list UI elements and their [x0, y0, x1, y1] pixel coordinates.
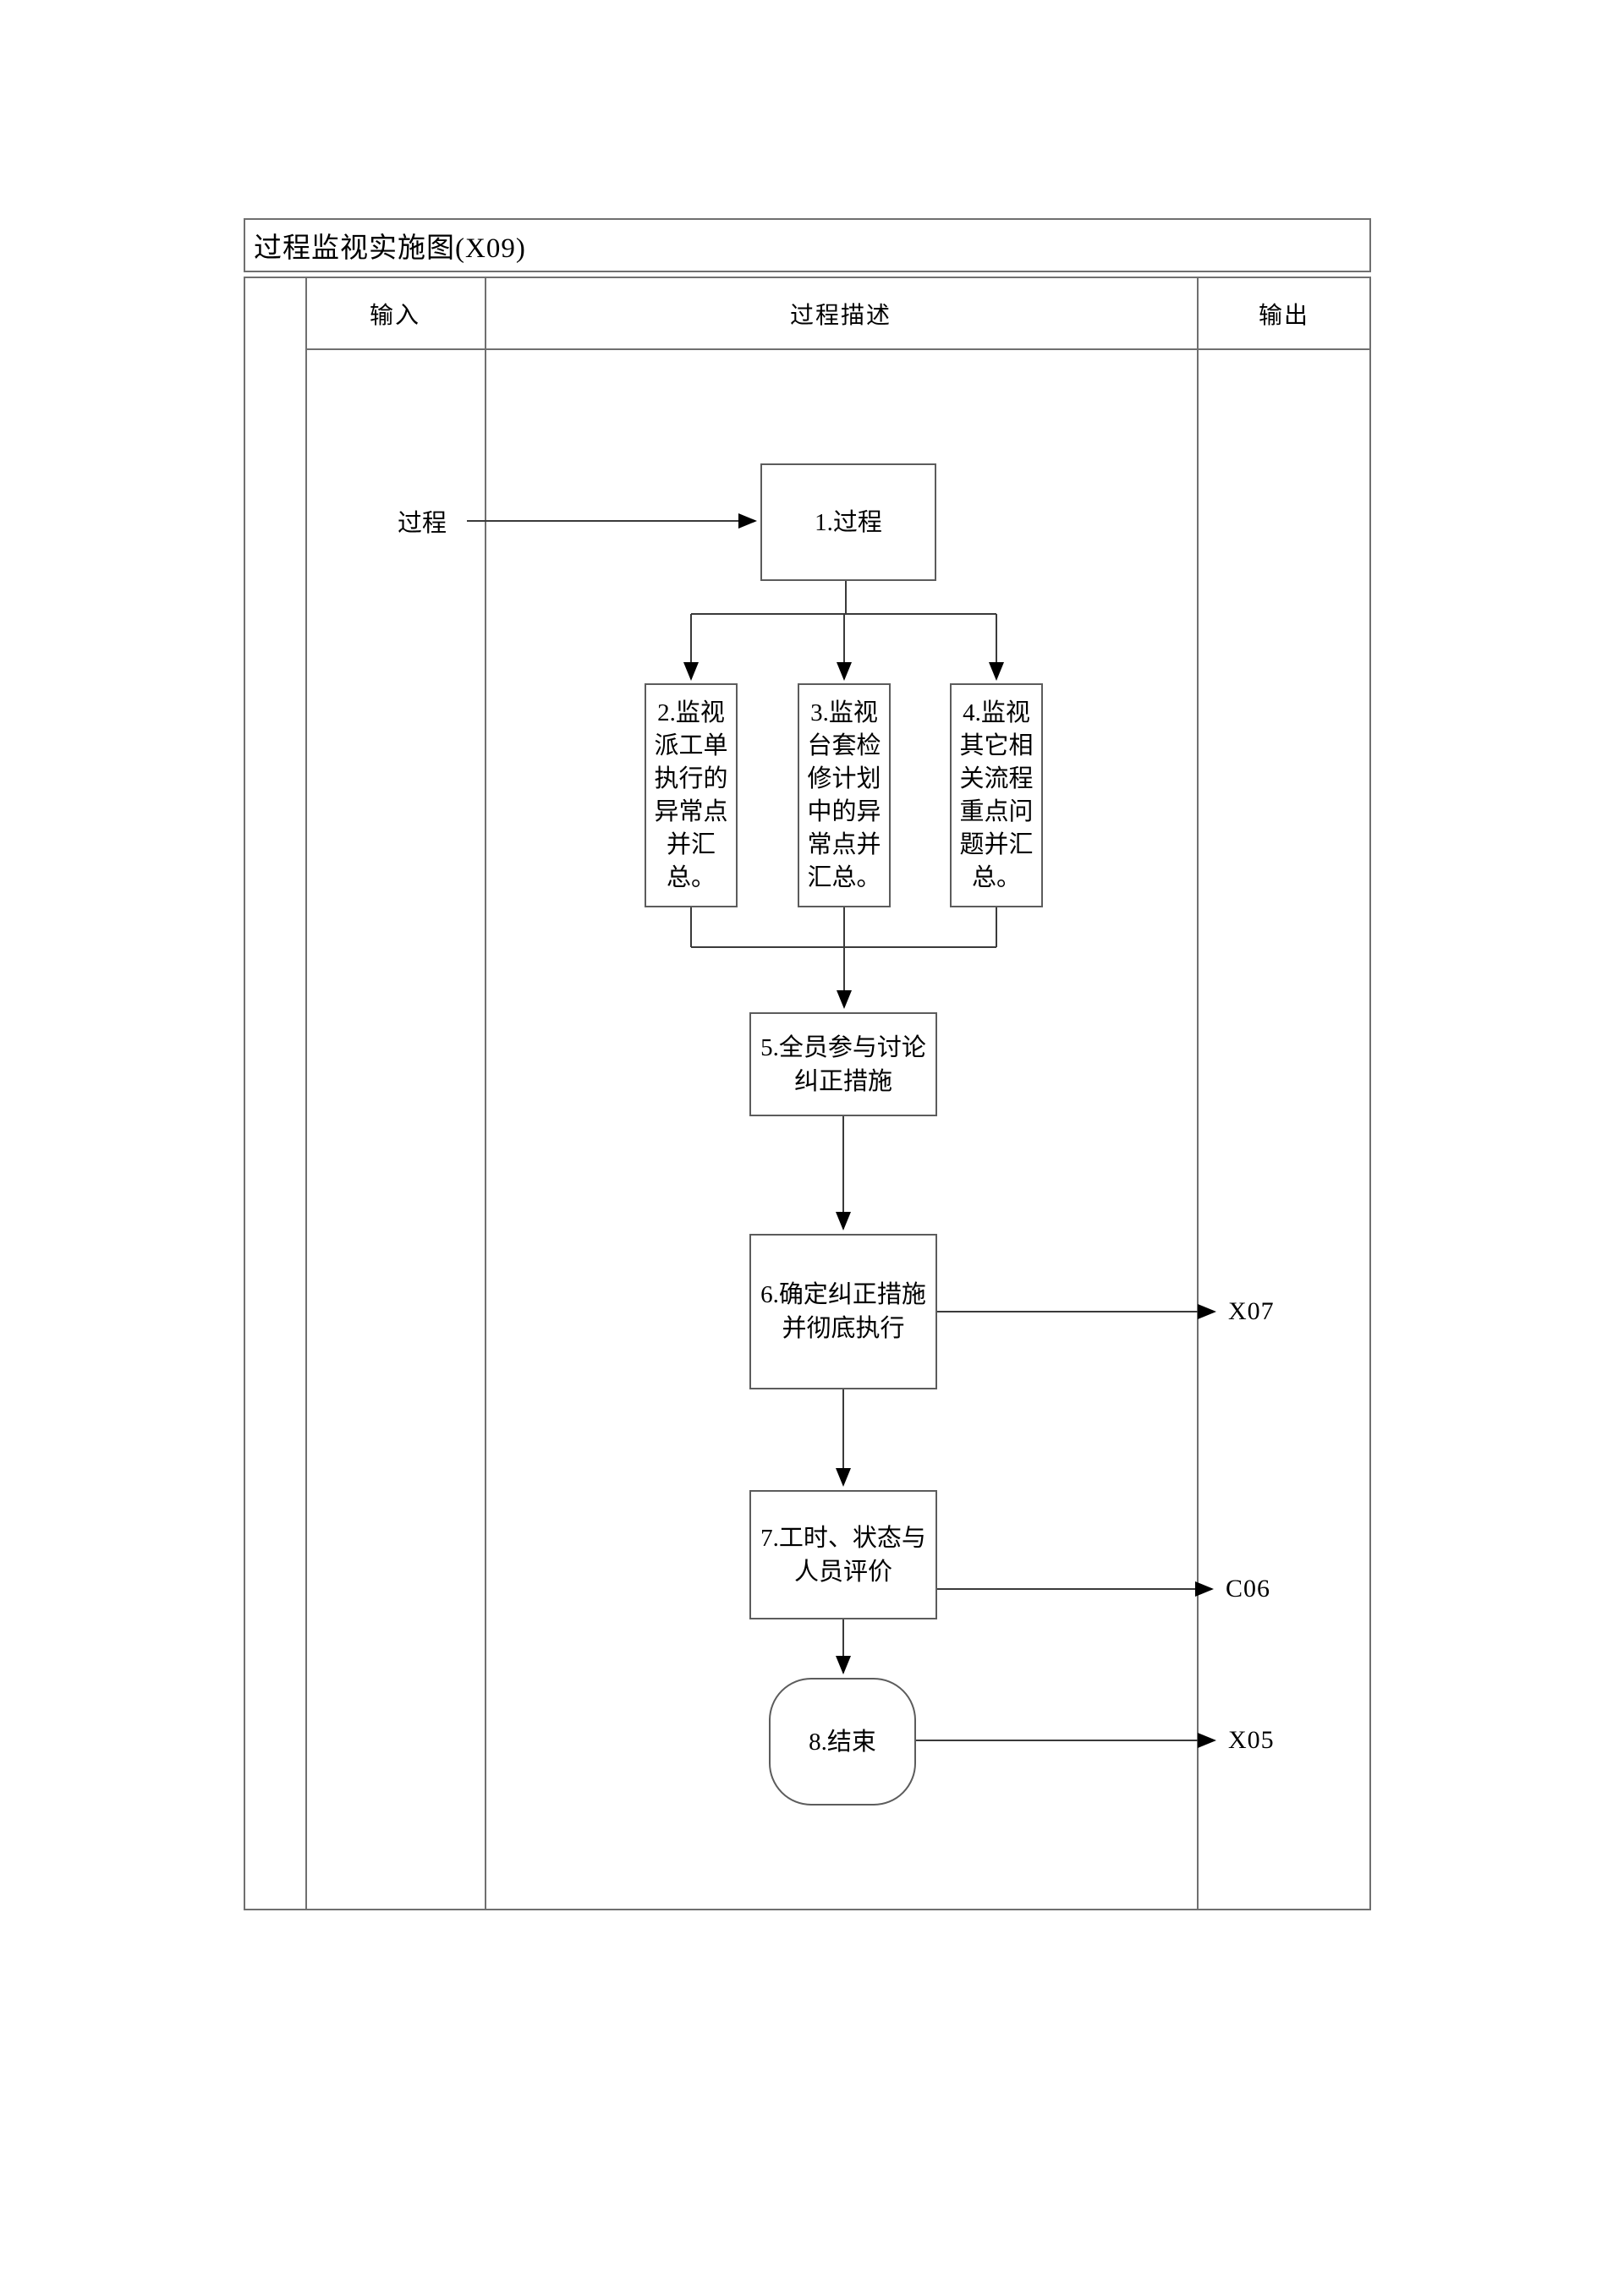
- table-header-bottom-border: [305, 348, 1369, 350]
- flow-node-6-determine-and-execute: 6.确定纠正措施 并彻底执行: [749, 1234, 937, 1389]
- flow-node-3-monitor-overhaul-plan: 3.监视 台套检 修计划 中的异 常点并 汇总。: [798, 683, 891, 907]
- table-divider-input-process: [485, 278, 486, 1909]
- column-header-output: 输出: [1258, 302, 1309, 329]
- table-divider-narrow-column: [305, 278, 307, 1909]
- input-label-process: 过程: [398, 510, 447, 537]
- output-label-x07: X07: [1228, 1297, 1275, 1325]
- page-title: 过程监视实施图(X09): [254, 233, 526, 264]
- column-header-input: 输入: [369, 302, 420, 329]
- flow-node-4-monitor-related-processes: 4.监视 其它相 关流程 重点问 题并汇 总。: [950, 683, 1043, 907]
- flow-node-5-discuss-corrective-actions: 5.全员参与讨论 纠正措施: [749, 1012, 937, 1116]
- column-header-process-description: 过程描述: [789, 302, 892, 329]
- table-title-cell: 过程监视实施图(X09): [244, 218, 1371, 272]
- flow-node-2-monitor-work-orders: 2.监视 派工单 执行的 异常点 并汇 总。: [645, 683, 738, 907]
- table-divider-process-output: [1197, 278, 1199, 1909]
- output-label-x05: X05: [1228, 1726, 1275, 1754]
- flow-node-7-hours-status-evaluation: 7.工时、状态与 人员评价: [749, 1490, 937, 1619]
- table-frame: 输入 过程描述 输出: [244, 277, 1371, 1910]
- flow-node-1-process: 1.过程: [760, 463, 936, 581]
- flow-node-8-end: 8.结束: [769, 1678, 916, 1806]
- output-label-c06: C06: [1226, 1575, 1271, 1603]
